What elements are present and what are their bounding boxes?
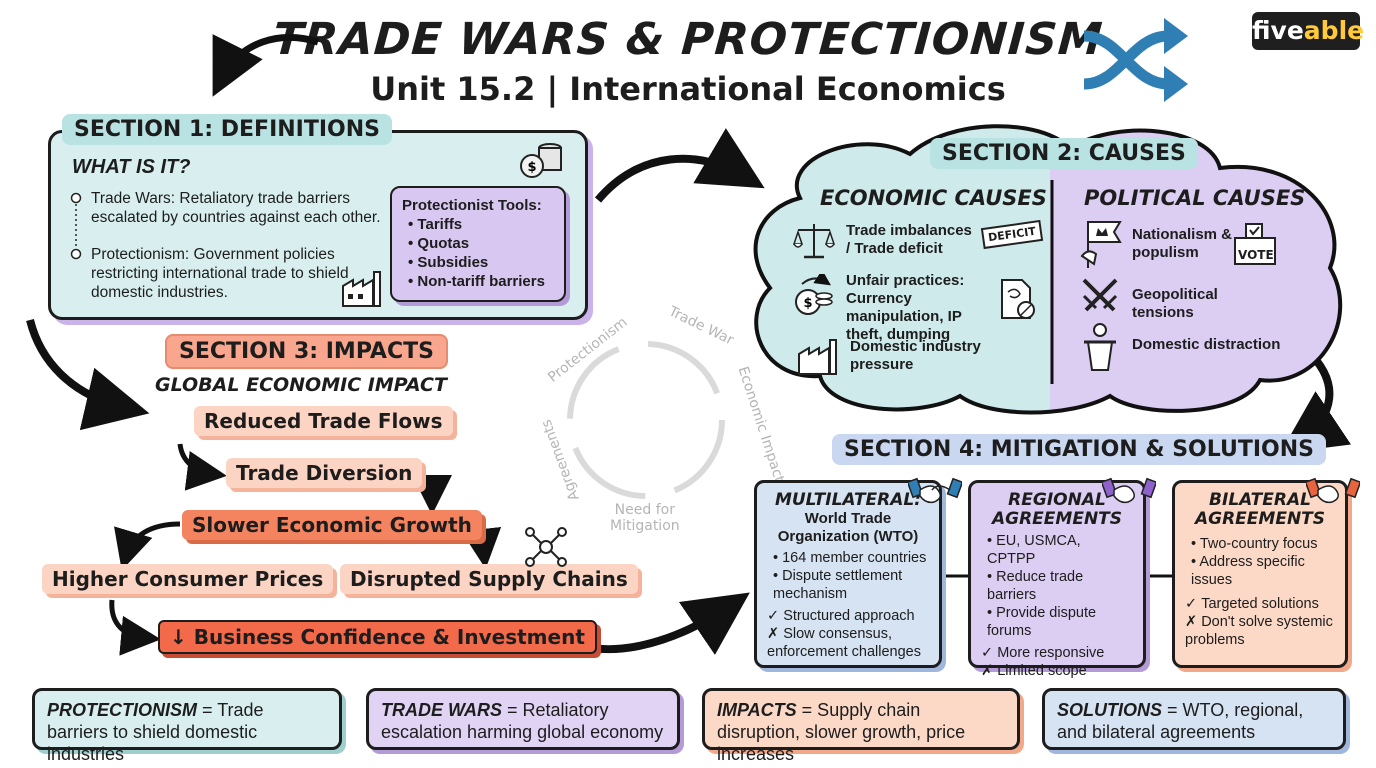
impact-trade-diversion: Trade Diversion <box>226 458 423 488</box>
shuffle-arrows-icon <box>1083 18 1188 102</box>
impact-reduced-trade: Reduced Trade Flows <box>194 406 453 436</box>
tool-item: Tariffs <box>408 215 554 234</box>
timeline-dots <box>70 192 88 277</box>
scale-icon <box>792 224 836 259</box>
handshake-icon <box>1102 477 1156 504</box>
list-item: 164 member countries <box>773 549 929 567</box>
what-is-it-label: WHAT IS IT? <box>72 156 191 178</box>
economic-causes-title: ECONOMIC CAUSES <box>820 186 1047 210</box>
cycle-need-mitigation: Need for Mitigation <box>610 502 680 534</box>
vote-label: VOTE <box>1238 248 1274 262</box>
podium-icon <box>1084 323 1116 371</box>
fiveable-logo[interactable]: fiveable <box>1252 12 1364 50</box>
summary-impacts: IMPACTS = Supply chain disruption, slowe… <box>702 688 1020 764</box>
political-causes-title: POLITICAL CAUSES <box>1084 186 1306 210</box>
list-item: Two-country focus <box>1191 535 1335 553</box>
svg-text:$: $ <box>527 160 536 175</box>
bilateral-title: BILATERAL AGREEMENTS <box>1194 490 1326 529</box>
document-icon <box>1001 279 1035 319</box>
regional-title: REGIONAL AGREEMENTS <box>991 490 1123 529</box>
bilateral-card: BILATERAL AGREEMENTS Two-country focus A… <box>1172 480 1348 668</box>
flag-hand-icon <box>1080 221 1122 268</box>
section3-heading: SECTION 3: IMPACTS <box>165 334 448 369</box>
summary-trade-wars: TRADE WARS = Retaliatory escalation harm… <box>366 688 680 750</box>
protectionism-definition: Protectionism: Government policies restr… <box>91 246 349 301</box>
svg-text:$: $ <box>803 296 812 311</box>
currency-icon: $ <box>795 274 833 315</box>
pro-item: Targeted solutions <box>1185 595 1335 613</box>
pro-item: Structured approach <box>767 607 929 625</box>
handshake-icon <box>908 477 962 504</box>
impact-consumer-prices: Higher Consumer Prices <box>42 564 334 594</box>
ballot-box-icon <box>1234 223 1276 265</box>
cause-nationalism: Nationalism & populism <box>1132 226 1233 261</box>
section2-heading: SECTION 2: CAUSES <box>930 138 1198 169</box>
tool-item: Non-tariff barriers <box>408 272 554 291</box>
summary-protectionism: PROTECTIONISM = Trade barriers to shield… <box>32 688 342 764</box>
multilateral-card: MULTILATERAL: World Trade Organization (… <box>754 480 942 668</box>
coins-icon: $ <box>520 143 562 178</box>
pro-item: More responsive <box>981 644 1133 662</box>
cause-distraction: Domestic distraction <box>1132 336 1281 353</box>
trade-wars-definition: Trade Wars: Retaliatory trade barriers e… <box>91 190 381 226</box>
impact-supply-chains: Disrupted Supply Chains <box>340 564 638 594</box>
tool-item: Quotas <box>408 234 554 253</box>
list-item: Address specific issues <box>1191 553 1335 589</box>
cause-unfair-practices: Unfair practices: Currency manipulation,… <box>846 272 965 343</box>
multilateral-subtitle: World Trade Organization (WTO) <box>777 510 919 545</box>
cause-domestic-pressure: Domestic industry pressure <box>850 338 981 373</box>
section1-heading: SECTION 1: DEFINITIONS <box>62 114 393 145</box>
con-item: Slow consensus, enforcement challenges <box>767 625 929 661</box>
cause-geopolitical: Geopolitical tensions <box>1132 286 1218 321</box>
list-item: Reduce trade barriers <box>987 568 1133 604</box>
multilateral-title: MULTILATERAL: <box>774 490 922 510</box>
protectionist-tools-card: Protectionist Tools: Tariffs Quotas Subs… <box>390 186 566 302</box>
summary-solutions: SOLUTIONS = WTO, regional, and bilateral… <box>1042 688 1346 750</box>
factory-icon <box>798 339 837 375</box>
section4-heading: SECTION 4: MITIGATION & SOLUTIONS <box>832 434 1327 465</box>
list-item: EU, USMCA, CPTPP <box>987 532 1133 568</box>
page-subtitle: Unit 15.2 | International Economics <box>370 70 1006 108</box>
regional-card: REGIONAL AGREEMENTS EU, USMCA, CPTPP Red… <box>968 480 1146 679</box>
con-item: Limited scope <box>981 662 1133 680</box>
handshake-icon <box>1306 477 1360 504</box>
cause-trade-imbalance: Trade imbalances / Trade deficit <box>846 222 972 257</box>
crossed-swords-icon <box>1082 278 1118 312</box>
network-icon <box>525 527 567 567</box>
factory-icon <box>342 271 381 307</box>
tools-title: Protectionist Tools: <box>402 197 542 214</box>
impact-slower-growth: Slower Economic Growth <box>182 510 482 540</box>
tool-item: Subsidies <box>408 253 554 272</box>
impact-business-confidence: ↓ Business Confidence & Investment <box>158 620 597 654</box>
list-item: Dispute settlement mechanism <box>773 567 929 603</box>
global-impact-label: GLOBAL ECONOMIC IMPACT <box>155 374 447 396</box>
con-item: Don't solve systemic problems <box>1185 613 1335 649</box>
list-item: Provide dispute forums <box>987 604 1133 640</box>
